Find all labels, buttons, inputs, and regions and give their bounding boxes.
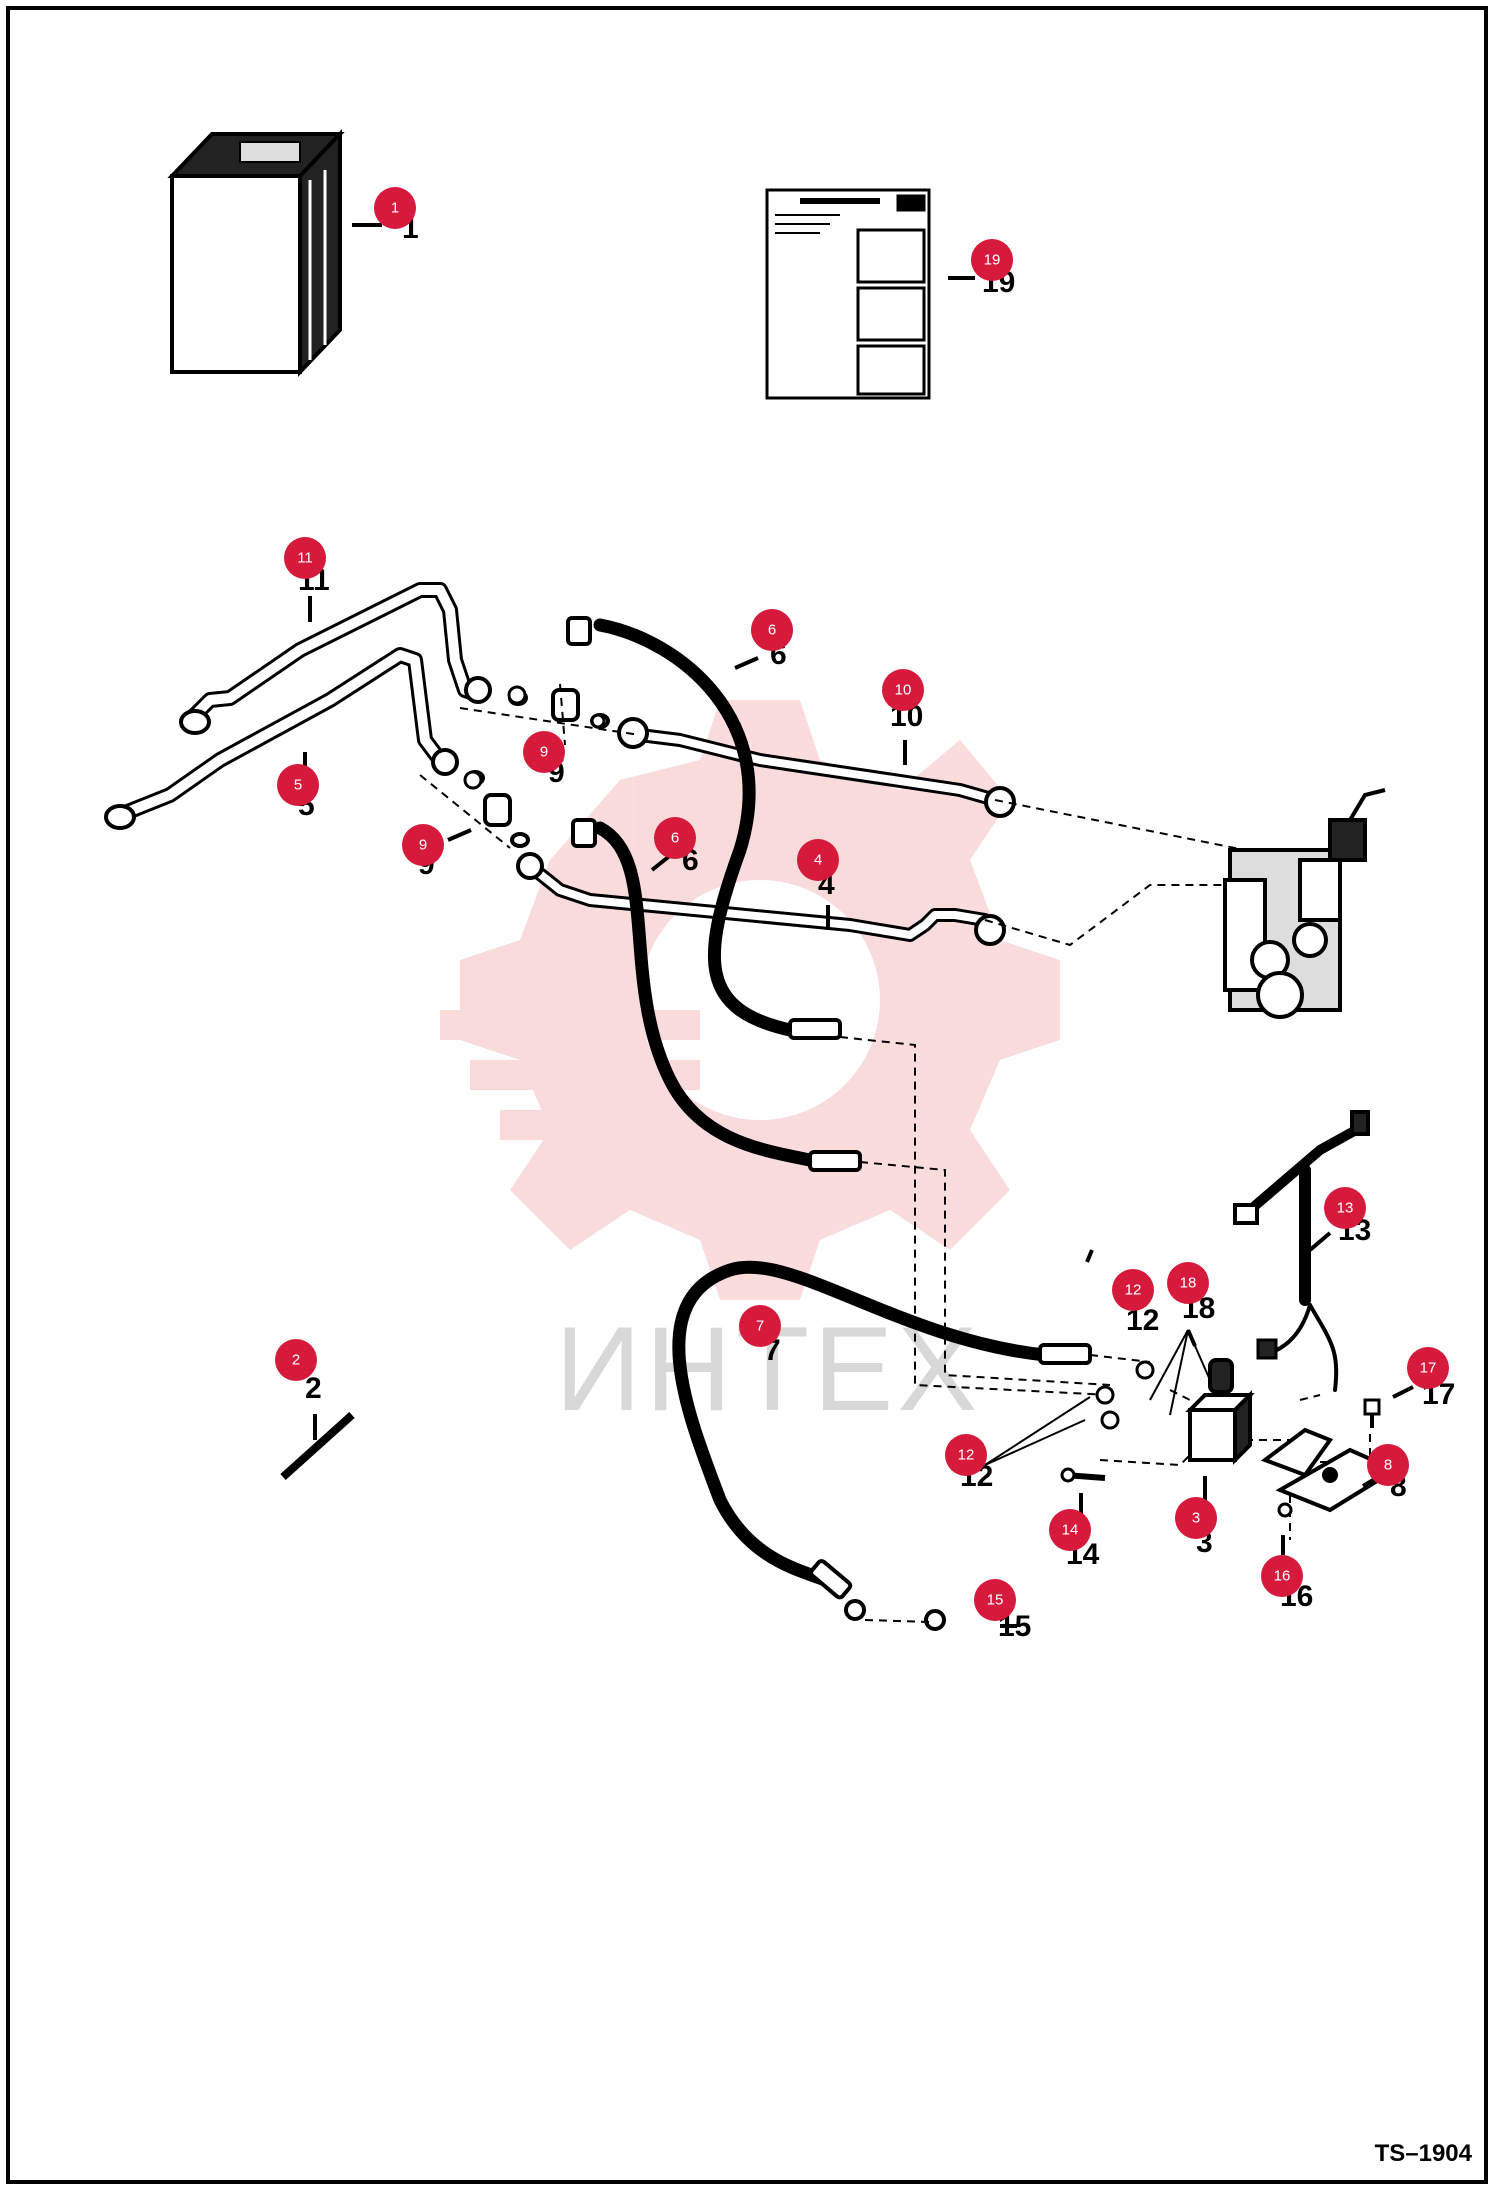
svg-text:3: 3 — [1192, 1510, 1200, 1527]
badge-17[interactable]: 17 — [1407, 1347, 1449, 1389]
svg-text:8: 8 — [1384, 1457, 1392, 1474]
svg-text:12: 12 — [1125, 1282, 1142, 1299]
part-hardware — [280, 685, 1381, 1518]
svg-text:10: 10 — [895, 682, 912, 699]
svg-text:2: 2 — [292, 1352, 300, 1369]
svg-text:18: 18 — [1180, 1275, 1197, 1292]
part-hoses — [593, 618, 1052, 1587]
svg-text:15: 15 — [987, 1592, 1004, 1609]
badge-13[interactable]: 13 — [1324, 1187, 1366, 1229]
badge-9b[interactable]: 9 — [402, 824, 444, 866]
badge-11[interactable]: 11 — [284, 537, 326, 579]
badge-1[interactable]: 1 — [374, 187, 416, 229]
svg-text:12: 12 — [958, 1447, 975, 1464]
svg-text:11: 11 — [297, 550, 313, 567]
svg-text:5: 5 — [294, 777, 302, 794]
part-box — [167, 129, 345, 377]
drawing-reference: TS–1904 — [1374, 2140, 1472, 2167]
badge-15[interactable]: 15 — [974, 1579, 1016, 1621]
badge-19[interactable]: 19 — [971, 239, 1013, 281]
svg-text:19: 19 — [984, 252, 1001, 269]
leader-arrows — [984, 1329, 1211, 1466]
badge-18[interactable]: 18 — [1167, 1262, 1209, 1304]
badge-5[interactable]: 5 — [277, 764, 319, 806]
badge-9a[interactable]: 9 — [523, 731, 565, 773]
part-tubes — [112, 582, 1002, 942]
svg-text:6: 6 — [671, 830, 679, 847]
badge-4[interactable]: 4 — [797, 839, 839, 881]
badge-12a[interactable]: 12 — [1112, 1269, 1154, 1311]
part-instructions — [765, 188, 931, 400]
hose-ends — [788, 1018, 1092, 1631]
part-control-valve — [1223, 788, 1386, 1019]
part-solenoid-valve — [1185, 1358, 1255, 1465]
badge-14[interactable]: 14 — [1049, 1509, 1091, 1551]
watermark-gear — [440, 700, 1060, 1300]
svg-text:9: 9 — [419, 837, 427, 854]
svg-text:13: 13 — [1337, 1200, 1354, 1217]
callout-number-2: 2 — [305, 1372, 322, 1405]
badge-6b[interactable]: 6 — [654, 817, 696, 859]
svg-text:17: 17 — [1420, 1360, 1437, 1377]
badge-6a[interactable]: 6 — [751, 609, 793, 651]
badge-3[interactable]: 3 — [1175, 1497, 1217, 1539]
badge-7[interactable]: 7 — [739, 1305, 781, 1347]
badge-12b[interactable]: 12 — [945, 1434, 987, 1476]
badge-2[interactable]: 2 — [275, 1339, 317, 1381]
svg-text:6: 6 — [768, 622, 776, 639]
drawing-frame — [6, 6, 1488, 2184]
badge-8[interactable]: 8 — [1367, 1444, 1409, 1486]
badge-16[interactable]: 16 — [1261, 1555, 1303, 1597]
svg-text:4: 4 — [814, 852, 822, 869]
part-harness — [1233, 1110, 1370, 1392]
svg-text:14: 14 — [1062, 1522, 1079, 1539]
svg-text:7: 7 — [756, 1318, 764, 1335]
svg-text:1: 1 — [391, 200, 399, 217]
svg-text:9: 9 — [540, 744, 548, 761]
badge-10[interactable]: 10 — [882, 669, 924, 711]
svg-text:16: 16 — [1274, 1568, 1291, 1585]
